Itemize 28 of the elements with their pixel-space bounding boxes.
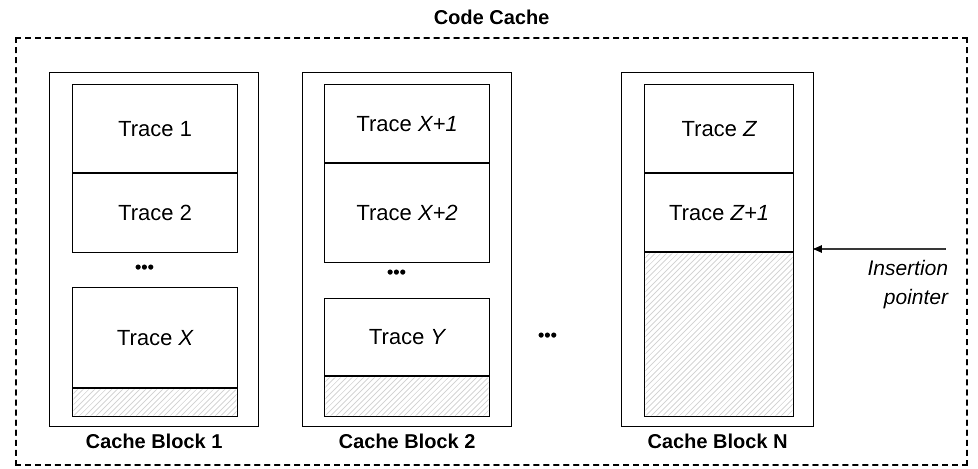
trace-box: [72, 84, 238, 173]
trace-label: Trace 1: [118, 116, 192, 142]
block-label: Cache Block 1: [86, 431, 222, 454]
pointer-label: Insertion pointer: [842, 254, 948, 316]
block-label: Cache Block 2: [338, 431, 476, 454]
trace-box: [324, 298, 490, 376]
block-label: Cache Block N: [647, 431, 788, 454]
trace-box: [72, 287, 238, 388]
trace-label: Trace X+1: [356, 110, 458, 136]
trace-box: [72, 173, 238, 253]
trace-box: [324, 84, 490, 163]
trace-box: [644, 173, 794, 252]
pointer-arrow: [813, 245, 946, 253]
free-space-area: [72, 388, 238, 417]
region-title: Code Cache: [434, 7, 550, 30]
free-space-area: [324, 376, 490, 417]
trace-label: Trace X+2: [356, 200, 458, 226]
ellipsis-mark: •••: [538, 325, 557, 346]
trace-label: Trace 2: [118, 200, 192, 226]
trace-label: Trace Z+1: [668, 200, 770, 226]
free-space-area: [644, 252, 794, 417]
ellipsis-mark: •••: [387, 262, 406, 283]
trace-label: Trace Z: [682, 116, 756, 142]
trace-box: [324, 163, 490, 263]
trace-box: [644, 84, 794, 173]
ellipsis-mark: •••: [135, 257, 154, 278]
trace-label: Trace Y: [368, 324, 446, 350]
trace-label: Trace X: [116, 324, 194, 350]
